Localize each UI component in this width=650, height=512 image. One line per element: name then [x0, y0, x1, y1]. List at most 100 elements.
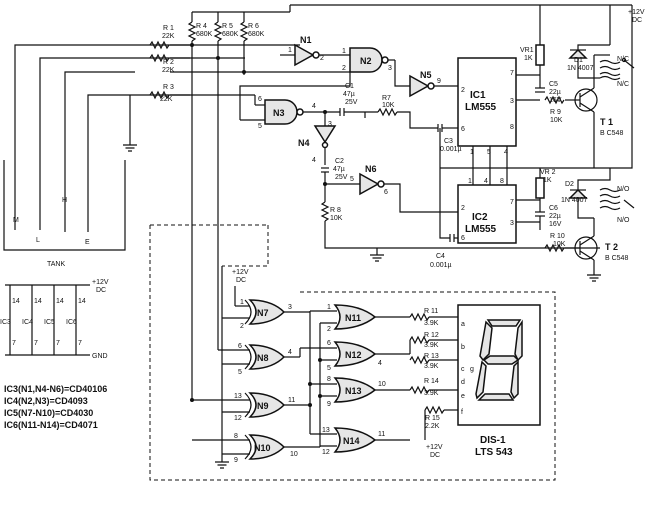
- c2-rating: 25V: [335, 174, 348, 181]
- r10-value: 10K: [553, 241, 566, 248]
- ic4-pin7: 7: [34, 340, 38, 347]
- n4-pin4: 4: [312, 157, 316, 164]
- ic2-pin4: 4: [484, 178, 488, 185]
- r6-value: 680K: [248, 31, 265, 38]
- r14-value: 3.9K: [424, 390, 439, 397]
- r15-supply-dc: DC: [430, 452, 440, 459]
- vr1-label: VR1: [520, 47, 534, 54]
- r7-label: R7: [382, 95, 391, 102]
- ic3-pin14: 14: [12, 298, 20, 305]
- n3-label: N3: [273, 108, 285, 118]
- relay1-driver: VR1 1K C5 22µ 16V R 9 10K T 1 B C548 D1 …: [520, 4, 645, 169]
- n11-pin1: 1: [327, 304, 331, 311]
- d2-label: D2: [565, 181, 574, 188]
- relay1-coil: [599, 75, 621, 81]
- r6-label: R 6: [248, 23, 259, 30]
- legend-gnd: GND: [92, 353, 108, 360]
- n9-pin12: 12: [234, 415, 242, 422]
- resistor-r4: [187, 21, 197, 42]
- n10-pin8: 8: [234, 433, 238, 440]
- tank-probes: TANK M L H E: [3, 44, 190, 268]
- tank-label: TANK: [47, 261, 65, 268]
- resistor-r2: [149, 53, 170, 63]
- r1-label: R 1: [163, 25, 174, 32]
- vr2-value: 1K: [543, 177, 552, 184]
- ic3-label: IC3: [0, 319, 11, 326]
- n2-pin2: 2: [342, 65, 346, 72]
- ic1-pin3: 3: [510, 98, 514, 105]
- c3-value: 0.001µ: [440, 146, 462, 153]
- c6-label: C6: [549, 205, 558, 212]
- r7-value: 10K: [382, 102, 395, 109]
- n5-label: N5: [420, 70, 432, 80]
- ic1-lm555: IC1 LM555 2 6 7 3 8 1 5 4: [440, 57, 600, 169]
- n13-pin8: 8: [327, 376, 331, 383]
- resistor-r5: [213, 21, 223, 42]
- t2-label: T 2: [605, 242, 618, 252]
- n7-pin2: 2: [240, 323, 244, 330]
- c5-value: 22µ: [549, 89, 561, 96]
- n6-label: N6: [365, 164, 377, 174]
- n9-pin13: 13: [234, 393, 242, 400]
- r11-value: 3.9K: [424, 320, 439, 327]
- probe-h-label: H: [62, 197, 67, 204]
- relay2-coil: [599, 187, 621, 211]
- n14-label: N14: [343, 436, 360, 446]
- ic-legend: IC3(N1,N4-N6)=CD40106 IC4(N2,N3)=CD4093 …: [4, 384, 107, 430]
- gate-n3: N3 6 5 4: [239, 72, 351, 130]
- ic1-pin2: 2: [461, 87, 465, 94]
- n7-supply-dc: DC: [236, 277, 246, 284]
- n1-pin1: 1: [288, 47, 292, 54]
- r3-value: 22K: [160, 96, 173, 103]
- gate-n14: N14 13 12 11: [310, 427, 410, 456]
- relay2-no-label: N/O: [617, 186, 630, 193]
- n12-pin6: 6: [327, 340, 331, 347]
- top-supply-label: +12V: [628, 9, 645, 16]
- r15-supply-label: +12V: [426, 444, 443, 451]
- c2-value: 47µ: [333, 166, 345, 173]
- n11-label: N11: [345, 313, 361, 323]
- seg-d-pin: d: [461, 379, 465, 386]
- legend-line-2: IC4(N2,N3)=CD4093: [4, 396, 88, 406]
- r13-label: R 13: [424, 353, 439, 360]
- segment-a: [486, 319, 522, 327]
- n8-label: N8: [257, 353, 269, 363]
- n12-label: N12: [345, 350, 362, 360]
- transistor-t1: [574, 88, 598, 112]
- resistor-r13: [409, 355, 430, 365]
- c2-label: C2: [335, 158, 344, 165]
- segment-b: [514, 319, 523, 362]
- ic2-name: IC2: [472, 212, 488, 223]
- seg-c-pin: c: [461, 366, 465, 373]
- gate-n2: N2 1 2 3: [319, 47, 395, 73]
- seg-g-pin: g: [470, 366, 474, 373]
- pullup-resistors: R 4 680K R 5 680K R 6 680K: [187, 4, 610, 400]
- resistor-r11: [409, 312, 430, 322]
- ic2-pin7: 7: [510, 199, 514, 206]
- t2-value: B C548: [605, 255, 628, 262]
- n3-pin4: 4: [312, 103, 316, 110]
- display-part: LTS 543: [475, 447, 513, 458]
- probe-m-wire: [14, 44, 190, 230]
- probe-l-wire: [39, 57, 190, 230]
- r1-value: 22K: [162, 33, 175, 40]
- n7-pin1: 1: [240, 299, 244, 306]
- n13-label: N13: [345, 386, 362, 396]
- relay2-no-label-2: N/O: [617, 217, 630, 224]
- ic3-pin7: 7: [12, 340, 16, 347]
- gate-n1: N1 1 2: [280, 35, 324, 67]
- r4-value: 680K: [196, 31, 213, 38]
- t1-label: T 1: [600, 117, 613, 127]
- ic2-part: LM555: [465, 224, 497, 235]
- gate-n13: N13 8 9 10: [310, 376, 410, 408]
- ic2-pin1: 1: [468, 178, 472, 185]
- resistor-r9: [544, 95, 565, 105]
- resistor-r14: [409, 385, 430, 395]
- resistor-r7: [377, 107, 398, 117]
- ic2-pin2: 2: [461, 205, 465, 212]
- n5-pin9: 9: [437, 78, 441, 85]
- ic1-name: IC1: [470, 90, 486, 101]
- r2-label: R 2: [163, 59, 174, 66]
- gate-n4: N4 3 4: [298, 110, 337, 165]
- resistor-r8: [320, 201, 330, 222]
